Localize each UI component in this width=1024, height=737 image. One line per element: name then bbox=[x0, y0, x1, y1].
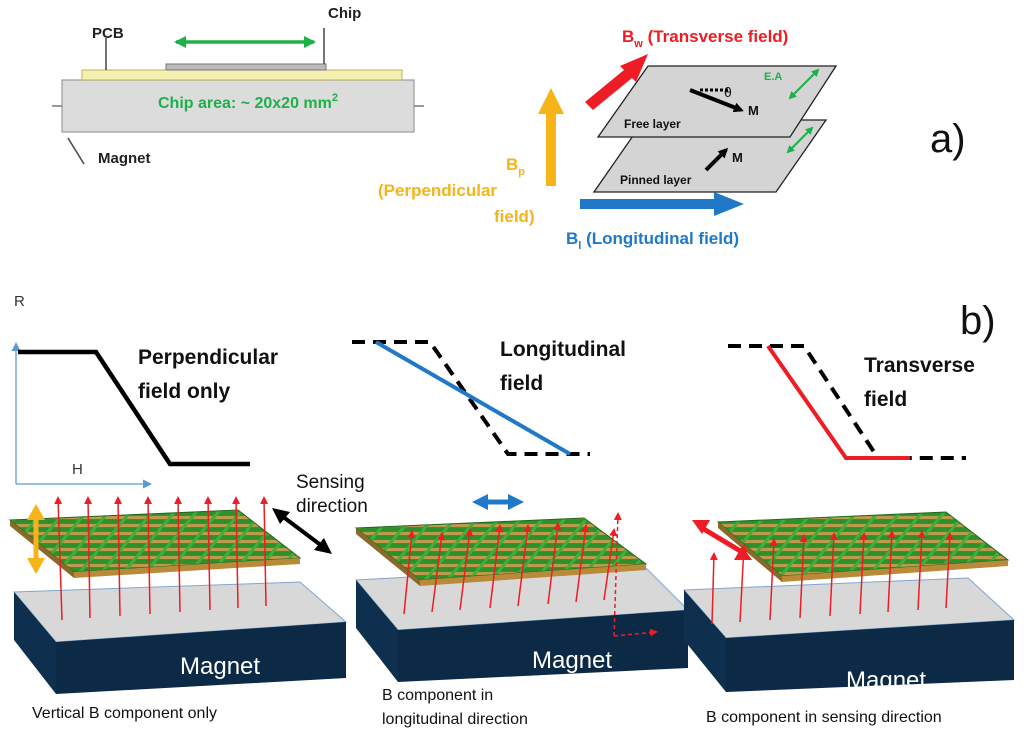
panel-a-label: a) bbox=[930, 117, 966, 161]
magnet-side-1 bbox=[56, 622, 346, 694]
pcb-label: PCB bbox=[92, 25, 124, 42]
field-lines-3 bbox=[709, 530, 954, 625]
chip-side-3 bbox=[782, 560, 1008, 582]
curve-transverse bbox=[766, 344, 910, 460]
sensing-head-2 bbox=[314, 538, 332, 554]
chip-assembly: PCB Chip Chip area: ~ 20x20 mm2 Magnet bbox=[52, 5, 424, 167]
pinned-m-label: M bbox=[732, 150, 743, 165]
panel-b-label: b) bbox=[960, 299, 996, 343]
free-m-label: M bbox=[748, 103, 759, 118]
bp-line1: (Perpendicular bbox=[378, 181, 497, 200]
bp-line2: field) bbox=[494, 207, 535, 226]
perpendicular-indicator-head-bottom bbox=[27, 558, 45, 574]
easy-axis-arrow-free bbox=[788, 68, 820, 100]
curve-transverse-reference bbox=[728, 344, 966, 460]
sensor-scene-2: Magnet B component in longitudinal direc… bbox=[354, 494, 690, 728]
free-magnetization-arrow bbox=[689, 88, 744, 113]
transverse-indicator-head-1 bbox=[692, 520, 710, 534]
graph3-title-line1: Transverse bbox=[864, 354, 975, 377]
transverse-indicator-arrow bbox=[700, 525, 744, 555]
magnet-front-2 bbox=[356, 580, 398, 682]
chip-side-2 bbox=[420, 564, 646, 586]
field-lines-2 bbox=[403, 522, 618, 615]
longitudinal-field-arrow bbox=[580, 192, 744, 216]
perpendicular-indicator-head-top bbox=[27, 504, 45, 520]
magnet-side-2 bbox=[398, 610, 688, 682]
curve-perpendicular bbox=[18, 349, 250, 467]
graph1-title-line1: Perpendicular bbox=[138, 346, 278, 369]
caption-3: B component in sensing direction bbox=[706, 709, 942, 726]
chip-edge-3 bbox=[718, 522, 782, 582]
field-lines-1 bbox=[54, 496, 269, 621]
free-layer-label: Free layer bbox=[624, 117, 681, 131]
pcb-board bbox=[81, 69, 403, 81]
transverse-field-arrow bbox=[585, 54, 648, 110]
magnet-front-1 bbox=[14, 592, 56, 694]
magnet-front-3 bbox=[684, 590, 726, 692]
pinned-magnetization-arrow bbox=[704, 147, 729, 172]
sensor-scene-1: Magnet Sensing direction Vertical B comp… bbox=[8, 472, 368, 722]
magnet-label-1: Magnet bbox=[180, 653, 260, 680]
caption-1: Vertical B component only bbox=[32, 705, 217, 722]
h-axis-label: H bbox=[72, 461, 83, 478]
r-axis-label: R bbox=[14, 293, 25, 310]
magnet-label-2: Magnet bbox=[532, 647, 612, 674]
bp-symbol: Bp bbox=[506, 155, 525, 178]
graph2-title-line2: field bbox=[500, 372, 543, 395]
magnet-side-3 bbox=[726, 620, 1014, 692]
graph1-title-line2: field only bbox=[138, 380, 230, 403]
bw-label: Bw (Transverse field) bbox=[622, 27, 788, 50]
caption-2-line2: longitudinal direction bbox=[382, 711, 528, 728]
sensing-direction-arrow bbox=[280, 514, 324, 548]
field-schematic: Free layer Pinned layer θ M M E.A Bw (Tr… bbox=[378, 27, 966, 252]
caption-2-line1: B component in bbox=[382, 687, 493, 704]
magnet-label-3: Magnet bbox=[846, 667, 926, 694]
field-components-2 bbox=[613, 512, 658, 637]
chip-side-1 bbox=[74, 558, 300, 578]
bl-label: Bl (Longitudinal field) bbox=[566, 229, 739, 252]
magnet-block-a bbox=[61, 79, 415, 133]
sensing-label-line2: direction bbox=[296, 496, 368, 517]
curve-longitudinal bbox=[375, 340, 571, 456]
perpendicular-field-arrow bbox=[538, 88, 564, 186]
curve-longitudinal-reference bbox=[352, 340, 590, 456]
magnet-label-a: Magnet bbox=[98, 150, 151, 167]
pinned-layer-label: Pinned layer bbox=[620, 173, 692, 187]
transverse-indicator-head-2 bbox=[734, 546, 752, 560]
easy-axis-label: E.A bbox=[764, 71, 782, 83]
sensor-scene-3: Magnet B component in sensing direction bbox=[682, 511, 1016, 726]
graph3-title-line2: field bbox=[864, 388, 907, 411]
easy-axis-arrow-pinned bbox=[786, 126, 814, 154]
chip-die bbox=[165, 63, 327, 71]
graph2-title-line1: Longitudinal bbox=[500, 338, 626, 361]
longitudinal-indicator-head-left bbox=[472, 494, 488, 510]
magnet-pointer bbox=[67, 137, 85, 165]
chip-edge-2 bbox=[356, 528, 420, 586]
rh-graphs: b) R H Perpendicular field only Longitud… bbox=[11, 293, 996, 489]
theta-label: θ bbox=[724, 84, 732, 100]
chip-area-label: Chip area: ~ 20x20 mm2 bbox=[158, 92, 338, 112]
longitudinal-indicator-head-right bbox=[508, 494, 524, 510]
chip-edge-1 bbox=[10, 520, 74, 578]
chip-label: Chip bbox=[328, 5, 361, 22]
sensing-head-1 bbox=[272, 508, 290, 524]
sensing-label-line1: Sensing bbox=[296, 472, 365, 493]
